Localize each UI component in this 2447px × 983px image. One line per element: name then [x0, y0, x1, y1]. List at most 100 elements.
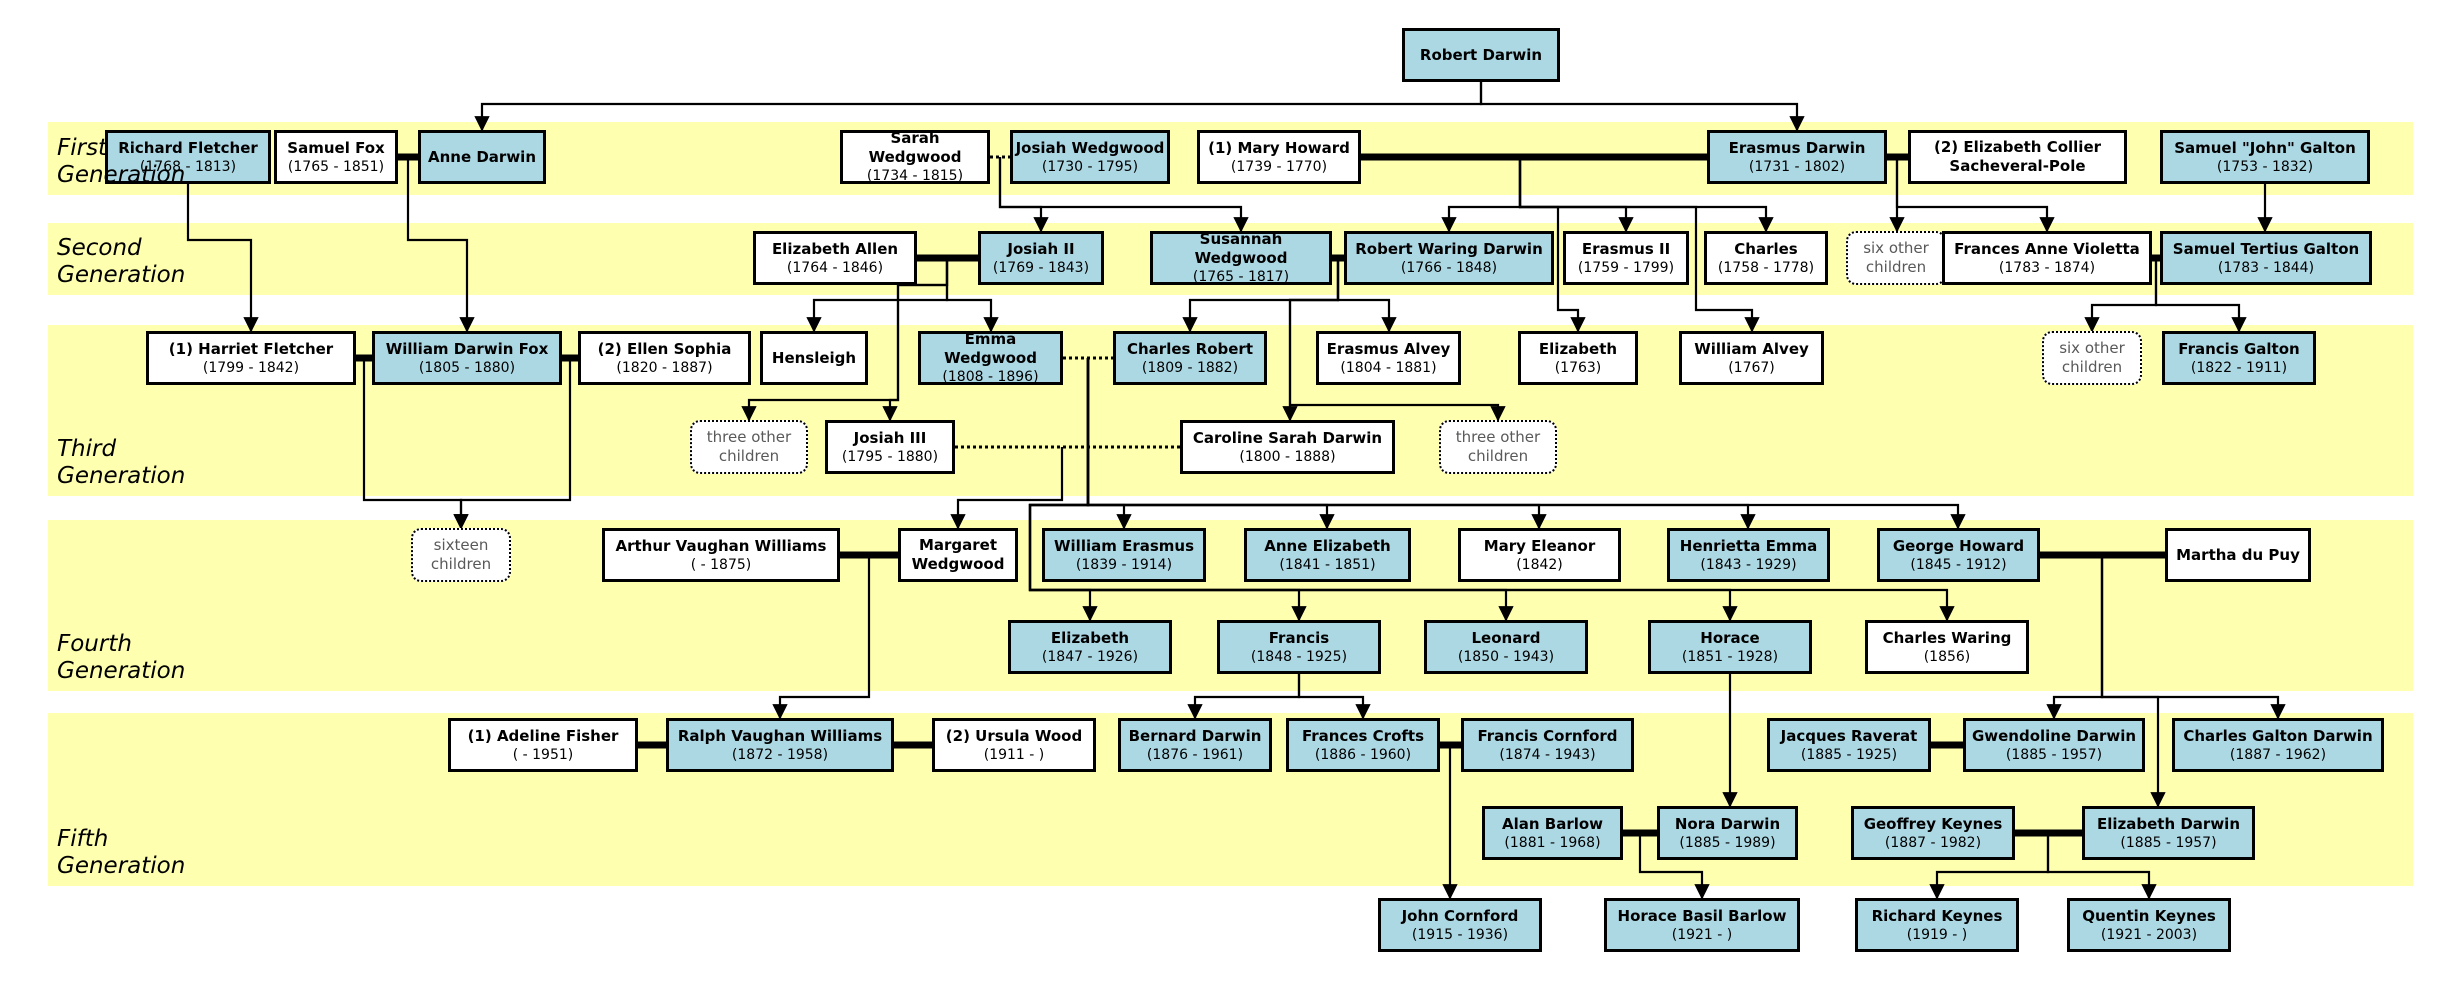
node-name: Erasmus Alvey	[1326, 339, 1451, 358]
node-name: three other children	[706, 428, 792, 465]
person-francis-cornford[interactable]: Francis Cornford(1874 - 1943)	[1461, 718, 1634, 772]
node-name: Francis	[1268, 628, 1330, 647]
person-mary-howard[interactable]: (1) Mary Howard(1739 - 1770)	[1197, 130, 1361, 184]
person-henrietta-emma[interactable]: Henrietta Emma(1843 - 1929)	[1667, 528, 1830, 582]
person-charles-robert[interactable]: Charles Robert(1809 - 1882)	[1113, 331, 1267, 385]
person-robert-darwin[interactable]: Robert Darwin	[1402, 28, 1560, 82]
node-name: Frances Crofts	[1301, 726, 1425, 745]
node-dates: (1763)	[1554, 359, 1602, 376]
descent-line	[2046, 833, 2157, 900]
person-erasmus-alvey[interactable]: Erasmus Alvey(1804 - 1881)	[1316, 331, 1461, 385]
node-name: Alan Barlow	[1501, 814, 1604, 833]
person-sarah-wedgwood[interactable]: Sarah Wedgwood(1734 - 1815)	[840, 129, 990, 184]
person-hensleigh[interactable]: Hensleigh	[760, 331, 868, 385]
person-jacques-raverat[interactable]: Jacques Raverat(1885 - 1925)	[1767, 718, 1931, 772]
person-ursula-wood[interactable]: (2) Ursula Wood(1911 - )	[932, 718, 1096, 772]
person-elizabeth-1847[interactable]: Elizabeth(1847 - 1926)	[1008, 620, 1172, 674]
node-dates: (1881 - 1968)	[1504, 834, 1601, 851]
node-name: six other children	[1863, 239, 1929, 276]
node-name: Samuel "John" Galton	[2174, 138, 2356, 157]
node-dates: (1845 - 1912)	[1910, 556, 2007, 573]
person-ralph-vaughan-williams[interactable]: Ralph Vaughan Williams(1872 - 1958)	[666, 718, 894, 772]
person-samuel-john-galton[interactable]: Samuel "John" Galton(1753 - 1832)	[2160, 130, 2370, 184]
person-adeline-fisher[interactable]: (1) Adeline Fisher( - 1951)	[448, 718, 638, 772]
node-name: Josiah III	[853, 428, 927, 447]
descent-line	[772, 555, 871, 720]
node-name: Emma Wedgwood	[944, 330, 1037, 367]
person-elizabeth-1763[interactable]: Elizabeth(1763)	[1518, 331, 1638, 385]
person-elizabeth-allen[interactable]: Elizabeth Allen(1764 - 1846)	[753, 231, 917, 285]
person-richard-keynes[interactable]: Richard Keynes(1919 - )	[1855, 898, 2019, 952]
person-arthur-vaughan-williams[interactable]: Arthur Vaughan Williams( - 1875)	[602, 528, 840, 582]
node-dates: (1856)	[1923, 648, 1971, 665]
person-samuel-fox[interactable]: Samuel Fox(1765 - 1851)	[274, 130, 398, 184]
person-ellen-sophia[interactable]: (2) Ellen Sophia(1820 - 1887)	[578, 331, 751, 385]
node-name: Sarah Wedgwood	[868, 129, 962, 166]
person-josiah-wedgwood[interactable]: Josiah Wedgwood(1730 - 1795)	[1010, 130, 1170, 184]
node-name: Erasmus Darwin	[1728, 138, 1866, 157]
person-gwendoline-darwin[interactable]: Gwendoline Darwin(1885 - 1957)	[1963, 718, 2145, 772]
person-william-darwin-fox[interactable]: William Darwin Fox(1805 - 1880)	[372, 331, 562, 385]
person-martha-du-puy[interactable]: Martha du Puy	[2165, 528, 2311, 582]
person-mary-eleanor[interactable]: Mary Eleanor(1842)	[1458, 528, 1621, 582]
person-frances-crofts[interactable]: Frances Crofts(1886 - 1960)	[1286, 718, 1440, 772]
person-geoffrey-keynes[interactable]: Geoffrey Keynes(1887 - 1982)	[1851, 806, 2015, 860]
person-alan-barlow[interactable]: Alan Barlow(1881 - 1968)	[1482, 806, 1623, 860]
person-margaret-wedgwood[interactable]: Margaret Wedgwood	[898, 528, 1018, 582]
node-dates: (1874 - 1943)	[1499, 746, 1596, 763]
person-josiah-ii[interactable]: Josiah II(1769 - 1843)	[978, 231, 1104, 285]
node-name: Elizabeth	[1050, 628, 1130, 647]
person-francis-1848[interactable]: Francis(1848 - 1925)	[1217, 620, 1381, 674]
person-william-alvey[interactable]: William Alvey(1767)	[1679, 331, 1824, 385]
descent-line	[2100, 555, 2166, 808]
descent-line	[1028, 358, 1955, 622]
person-elizabeth-collier[interactable]: (2) Elizabeth Collier Sacheveral-Pole	[1908, 130, 2127, 184]
person-harriet-fletcher[interactable]: (1) Harriet Fletcher(1799 - 1842)	[146, 331, 356, 385]
person-francis-galton[interactable]: Francis Galton(1822 - 1911)	[2162, 331, 2316, 385]
person-charles-waring[interactable]: Charles Waring(1856)	[1865, 620, 2029, 674]
person-john-cornford[interactable]: John Cornford(1915 - 1936)	[1378, 898, 1542, 952]
node-name: Josiah Wedgwood	[1015, 138, 1165, 157]
node-dates: (1915 - 1936)	[1411, 926, 1509, 943]
person-richard-fletcher[interactable]: Richard Fletcher(1768 - 1813)	[105, 130, 271, 184]
person-josiah-iii[interactable]: Josiah III(1795 - 1880)	[825, 420, 955, 474]
node-name: Robert Waring Darwin	[1355, 239, 1543, 258]
person-erasmus-ii[interactable]: Erasmus II(1759 - 1799)	[1563, 231, 1689, 285]
person-charles-galton-darwin[interactable]: Charles Galton Darwin(1887 - 1962)	[2172, 718, 2384, 772]
descent-line	[2046, 555, 2104, 720]
person-bernard-darwin[interactable]: Bernard Darwin(1876 - 1961)	[1118, 718, 1272, 772]
node-dates: (1783 - 1844)	[2217, 259, 2315, 276]
person-susannah-wedgwood[interactable]: Susannah Wedgwood(1765 - 1817)	[1150, 230, 1332, 285]
descent-line	[1518, 157, 1634, 233]
node-name: (1) Mary Howard	[1208, 138, 1350, 157]
person-nora-darwin[interactable]: Nora Darwin(1885 - 1989)	[1657, 806, 1798, 860]
generation-label-1: First Generation	[57, 135, 186, 188]
node-name: Martha du Puy	[2176, 545, 2300, 564]
node-name: Leonard	[1471, 628, 1541, 647]
person-horace-basil-barlow[interactable]: Horace Basil Barlow(1921 - )	[1604, 898, 1800, 952]
person-horace-1851[interactable]: Horace(1851 - 1928)	[1648, 620, 1812, 674]
person-frances-anne-violetta[interactable]: Frances Anne Violetta(1783 - 1874)	[1942, 231, 2152, 285]
children-group-six-other-children-collier: six other children	[1846, 231, 1946, 285]
person-charles-1758[interactable]: Charles(1758 - 1778)	[1704, 231, 1828, 285]
person-william-erasmus[interactable]: William Erasmus(1839 - 1914)	[1042, 528, 1206, 582]
descent-line	[998, 157, 1249, 233]
person-anne-elizabeth[interactable]: Anne Elizabeth(1841 - 1851)	[1244, 528, 1411, 582]
person-george-howard[interactable]: George Howard(1845 - 1912)	[1877, 528, 2040, 582]
node-dates: (1809 - 1882)	[1141, 359, 1239, 376]
person-samuel-tertius-galton[interactable]: Samuel Tertius Galton(1783 - 1844)	[2160, 231, 2372, 285]
node-dates: (1820 - 1887)	[616, 359, 713, 376]
person-robert-waring-darwin[interactable]: Robert Waring Darwin(1766 - 1848)	[1344, 231, 1554, 285]
node-name: (1) Harriet Fletcher	[168, 339, 334, 358]
node-name: Charles Robert	[1126, 339, 1253, 358]
person-anne-darwin[interactable]: Anne Darwin	[418, 130, 546, 184]
node-dates: (1759 - 1799)	[1577, 259, 1675, 276]
person-caroline-sarah-darwin[interactable]: Caroline Sarah Darwin(1800 - 1888)	[1180, 420, 1395, 474]
person-erasmus-darwin[interactable]: Erasmus Darwin(1731 - 1802)	[1707, 130, 1887, 184]
person-leonard-1850[interactable]: Leonard(1850 - 1943)	[1424, 620, 1588, 674]
node-dates: (1765 - 1817)	[1192, 269, 1290, 285]
person-emma-wedgwood[interactable]: Emma Wedgwood(1808 - 1896)	[918, 330, 1063, 385]
node-name: Arthur Vaughan Williams	[615, 536, 827, 555]
person-elizabeth-darwin[interactable]: Elizabeth Darwin(1885 - 1957)	[2082, 806, 2255, 860]
person-quentin-keynes[interactable]: Quentin Keynes(1921 - 2003)	[2067, 898, 2231, 952]
